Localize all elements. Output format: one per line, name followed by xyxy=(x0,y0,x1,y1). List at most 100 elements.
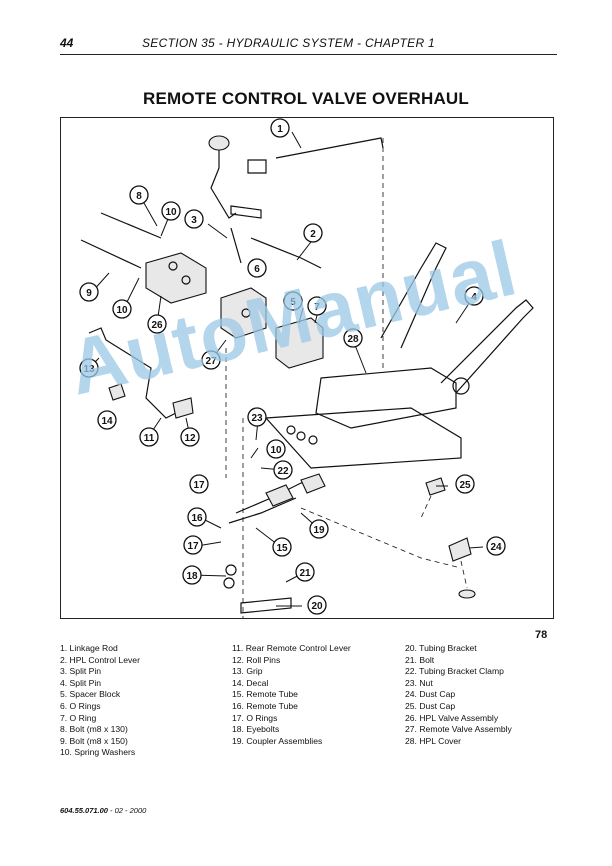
callout-6: 6 xyxy=(247,258,267,278)
callout-25: 25 xyxy=(455,474,475,494)
legend-item: 3. Split Pin xyxy=(60,666,102,677)
legend-item: 13. Grip xyxy=(232,666,263,677)
legend-item: 7. O Ring xyxy=(60,712,97,723)
svg-text:13: 13 xyxy=(83,364,95,375)
upright-lever xyxy=(440,299,534,394)
mounting-plate xyxy=(264,407,462,469)
callout-27: 27 xyxy=(201,350,221,370)
callout-2: 2 xyxy=(303,223,323,243)
eyebolt xyxy=(225,564,237,576)
callout-11: 11 xyxy=(139,427,159,447)
page-title: REMOTE CONTROL VALVE OVERHAUL xyxy=(143,89,469,108)
valve-port xyxy=(241,308,251,318)
page-number: 44 xyxy=(60,36,74,50)
svg-text:8: 8 xyxy=(136,191,142,202)
callout-28: 28 xyxy=(343,328,363,348)
legend-item: 21. Bolt xyxy=(405,654,435,665)
legend-item: 12. Roll Pins xyxy=(232,654,281,665)
svg-text:17: 17 xyxy=(193,480,205,491)
legend-item: 22. Tubing Bracket Clamp xyxy=(405,666,504,677)
callout-24: 24 xyxy=(486,536,506,556)
remote-valve-body xyxy=(220,287,267,339)
split-pin xyxy=(230,227,242,264)
svg-text:21: 21 xyxy=(299,568,311,579)
callout-17b: 17 xyxy=(183,535,203,555)
rear-remote-lever xyxy=(88,327,187,419)
linkage-rod xyxy=(275,137,384,159)
legend-item: 27. Remote Valve Assembly xyxy=(405,724,512,735)
callout-14: 14 xyxy=(97,410,117,430)
hpl-valve-body xyxy=(145,252,207,304)
o-ring xyxy=(296,431,306,441)
legend-item: 4. Split Pin xyxy=(60,677,102,688)
callout-18: 18 xyxy=(182,565,202,585)
callout-12: 12 xyxy=(180,427,200,447)
svg-text:10: 10 xyxy=(116,305,128,316)
callout-7: 7 xyxy=(307,296,327,316)
svg-text:5: 5 xyxy=(290,297,296,308)
callout-10a: 10 xyxy=(161,201,181,221)
legend-item: 18. Eyebolts xyxy=(232,724,280,735)
coupler xyxy=(265,484,294,507)
legend-item: 28. HPL Cover xyxy=(405,735,462,746)
valve-port xyxy=(168,261,178,271)
legend-item: 2. HPL Control Lever xyxy=(60,654,140,665)
valve-port xyxy=(181,275,191,285)
remote-tube xyxy=(228,497,297,524)
legend-item: 8. Bolt (m8 x 130) xyxy=(60,724,128,735)
svg-text:24: 24 xyxy=(490,542,502,553)
ref-line xyxy=(300,507,462,569)
lever-arm xyxy=(210,150,237,219)
callout-4: 4 xyxy=(464,286,484,306)
callout-21: 21 xyxy=(295,562,315,582)
svg-text:1: 1 xyxy=(277,124,283,135)
callout-3: 3 xyxy=(184,209,204,229)
dust-cap xyxy=(425,477,446,496)
legend-item: 20. Tubing Bracket xyxy=(405,643,477,653)
svg-text:27: 27 xyxy=(205,356,217,367)
svg-text:9: 9 xyxy=(86,288,92,299)
eyebolt xyxy=(223,577,235,589)
pivot xyxy=(452,377,470,395)
callout-23: 23 xyxy=(247,407,267,427)
roll-pin-block xyxy=(172,397,194,419)
svg-text:25: 25 xyxy=(459,480,471,491)
chain xyxy=(420,495,432,519)
document-date: - 02 - 2000 xyxy=(107,806,147,815)
clip xyxy=(230,205,262,219)
legend-item: 17. O Rings xyxy=(232,712,278,723)
header-rule xyxy=(60,54,557,55)
svg-text:19: 19 xyxy=(313,525,325,536)
svg-text:14: 14 xyxy=(101,416,113,427)
legend-item: 11. Rear Remote Control Lever xyxy=(232,643,351,653)
legend-item: 1. Linkage Rod xyxy=(60,643,118,653)
svg-text:11: 11 xyxy=(144,433,155,444)
diagram-drawing: 1 2 3 4 5 6 7 8 9 10 10 10 11 12 13 14 1… xyxy=(79,118,534,618)
svg-text:22: 22 xyxy=(277,466,289,477)
legend-column-3: 20. Tubing Bracket 21. Bolt 22. Tubing B… xyxy=(405,643,512,747)
callout-8: 8 xyxy=(129,185,149,205)
callout-13: 13 xyxy=(79,358,99,378)
upright-lever xyxy=(380,242,447,349)
svg-text:28: 28 xyxy=(347,334,359,345)
chain xyxy=(460,560,468,589)
exploded-diagram: 1 2 3 4 5 6 7 8 9 10 10 10 11 12 13 14 1… xyxy=(60,117,554,619)
svg-text:17: 17 xyxy=(187,541,199,552)
callout-9: 9 xyxy=(79,282,99,302)
svg-text:12: 12 xyxy=(184,433,196,444)
legend-item: 14. Decal xyxy=(232,677,269,688)
page-header: 44 SECTION 35 - HYDRAULIC SYSTEM - CHAPT… xyxy=(60,34,557,54)
page-footer: 604.55.071.00 - 02 - 2000 xyxy=(60,806,146,815)
callout-22: 22 xyxy=(273,460,293,480)
callout-16: 16 xyxy=(187,507,207,527)
callout-17a: 17 xyxy=(189,474,209,494)
svg-text:26: 26 xyxy=(151,320,163,331)
svg-text:10: 10 xyxy=(165,207,177,218)
coupler xyxy=(300,473,326,494)
callout-19: 19 xyxy=(309,519,329,539)
bolt-8 xyxy=(100,212,162,239)
legend-item: 24. Dust Cap xyxy=(405,689,456,700)
spacer-block xyxy=(275,317,324,369)
svg-text:3: 3 xyxy=(191,215,197,226)
decal xyxy=(108,383,126,401)
